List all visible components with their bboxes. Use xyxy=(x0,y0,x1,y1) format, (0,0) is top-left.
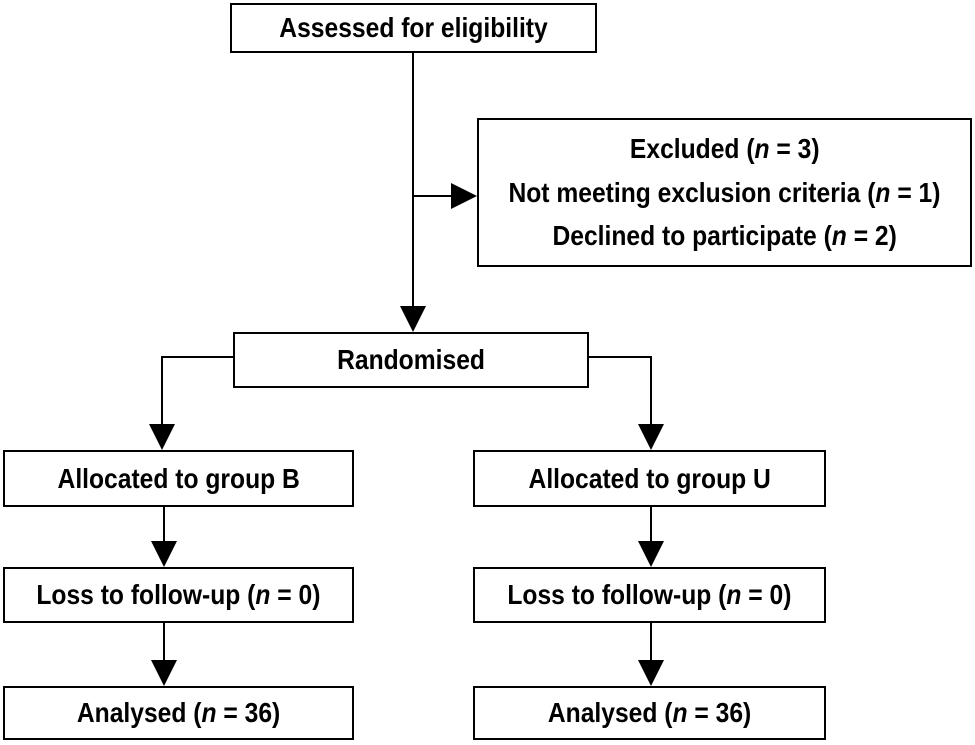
label-text: = 0) xyxy=(270,579,321,611)
n-variable: n xyxy=(875,176,891,208)
connector-loss-b-to-analysed-b xyxy=(163,623,165,662)
label-text: = 0) xyxy=(741,579,792,611)
analysed-group-b-box: Analysed (n = 36) xyxy=(3,686,354,740)
allocated-group-b-label: Allocated to group B xyxy=(57,462,300,494)
label-text: Analysed ( xyxy=(547,697,673,729)
connector-allocated-u-to-loss-u xyxy=(650,507,652,543)
connector-to-excluded-arrowhead xyxy=(451,183,477,209)
n-variable: n xyxy=(831,220,847,252)
label-text: Declined to participate ( xyxy=(552,220,832,252)
n-variable: n xyxy=(201,697,217,729)
excluded-box: Excluded (n = 3) Not meeting exclusion c… xyxy=(477,118,972,267)
analysed-group-u-label: Analysed (n = 36) xyxy=(548,691,751,734)
randomised-box: Randomised xyxy=(233,332,589,388)
loss-to-followup-group-u-label: Loss to follow-up (n = 0) xyxy=(507,573,791,616)
label-text: Analysed ( xyxy=(76,697,202,729)
assessed-for-eligibility-box: Assessed for eligibility xyxy=(230,3,597,53)
connector-assessed-to-randomised xyxy=(412,53,414,308)
excluded-line-3: Declined to participate (n = 2) xyxy=(552,214,896,257)
excluded-line-2: Not meeting exclusion criteria (n = 1) xyxy=(508,171,940,214)
connector-loss-b-to-analysed-b-arrowhead xyxy=(151,660,177,686)
connector-loss-u-to-analysed-u xyxy=(650,623,652,662)
assessed-for-eligibility-label: Assessed for eligibility xyxy=(279,12,548,44)
label-text: = 1) xyxy=(890,176,941,208)
allocated-group-u-box: Allocated to group U xyxy=(473,450,826,507)
allocated-group-u-label: Allocated to group U xyxy=(528,462,771,494)
connector-randomised-to-group-b-vertical xyxy=(161,356,163,426)
loss-to-followup-group-u-box: Loss to follow-up (n = 0) xyxy=(473,567,826,623)
analysed-group-u-box: Analysed (n = 36) xyxy=(473,686,826,740)
n-variable: n xyxy=(672,697,688,729)
connector-to-excluded xyxy=(413,195,453,197)
label-text: = 2) xyxy=(846,220,897,252)
connector-randomised-to-group-u-vertical xyxy=(650,356,652,426)
label-text: Loss to follow-up ( xyxy=(36,579,256,611)
n-variable: n xyxy=(255,579,271,611)
loss-to-followup-group-b-label: Loss to follow-up (n = 0) xyxy=(36,573,320,616)
label-text: = 3) xyxy=(769,133,820,165)
n-variable: n xyxy=(754,133,770,165)
label-text: Not meeting exclusion criteria ( xyxy=(508,176,876,208)
allocated-group-b-box: Allocated to group B xyxy=(3,450,354,507)
connector-allocated-b-to-loss-b xyxy=(163,507,165,543)
connector-randomised-to-group-u-arrowhead xyxy=(638,424,664,450)
connector-randomised-to-group-b-horizontal xyxy=(162,356,234,358)
connector-allocated-u-to-loss-u-arrowhead xyxy=(638,541,664,567)
label-text: Loss to follow-up ( xyxy=(507,579,727,611)
connector-loss-u-to-analysed-u-arrowhead xyxy=(638,660,664,686)
connector-allocated-b-to-loss-b-arrowhead xyxy=(151,541,177,567)
label-text: = 36) xyxy=(216,697,281,729)
loss-to-followup-group-b-box: Loss to follow-up (n = 0) xyxy=(3,567,354,623)
excluded-line-1: Excluded (n = 3) xyxy=(630,127,820,170)
connector-randomised-to-group-b-arrowhead xyxy=(149,424,175,450)
randomised-label: Randomised xyxy=(337,344,485,376)
label-text: = 36) xyxy=(687,697,752,729)
connector-randomised-to-group-u-horizontal xyxy=(588,356,652,358)
label-text: Excluded ( xyxy=(629,133,755,165)
connector-assessed-to-randomised-arrowhead xyxy=(400,306,426,332)
n-variable: n xyxy=(726,579,742,611)
analysed-group-b-label: Analysed (n = 36) xyxy=(77,691,280,734)
